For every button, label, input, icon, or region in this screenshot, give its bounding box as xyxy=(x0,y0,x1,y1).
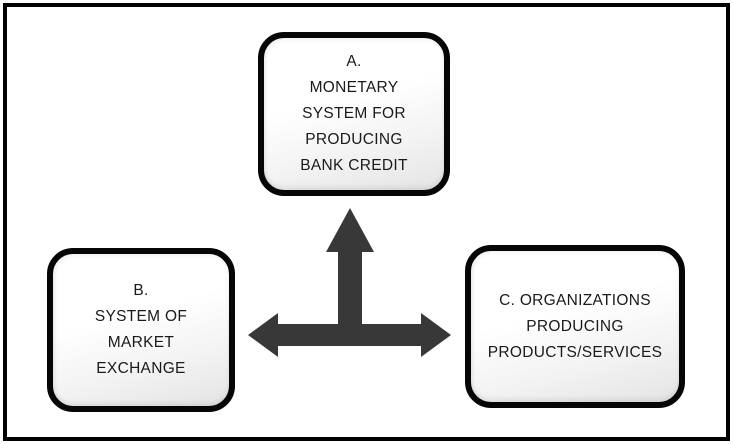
box-monetary-system: A. MONETARY SYSTEM FOR PRODUCING BANK CR… xyxy=(258,32,450,196)
box-market-exchange: B. SYSTEM OF MARKET EXCHANGE xyxy=(47,248,235,412)
box-b-line: MARKET xyxy=(107,334,175,351)
box-c-line: PRODUCING xyxy=(526,317,624,335)
box-a-line: SYSTEM FOR xyxy=(302,105,406,122)
box-c-line: C. ORGANIZATIONS xyxy=(499,291,651,309)
box-b-line: B. xyxy=(133,282,149,299)
box-c-line: PRODUCTS/SERVICES xyxy=(487,343,663,361)
box-a-line: A. xyxy=(346,53,362,70)
box-a-line: MONETARY xyxy=(309,79,399,96)
box-b-line: SYSTEM OF xyxy=(94,308,188,325)
box-a-line: PRODUCING xyxy=(305,131,403,148)
box-organizations: C. ORGANIZATIONS PRODUCING PRODUCTS/SERV… xyxy=(465,245,685,408)
box-b-line: EXCHANGE xyxy=(96,360,186,377)
box-a-line: BANK CREDIT xyxy=(300,157,408,174)
